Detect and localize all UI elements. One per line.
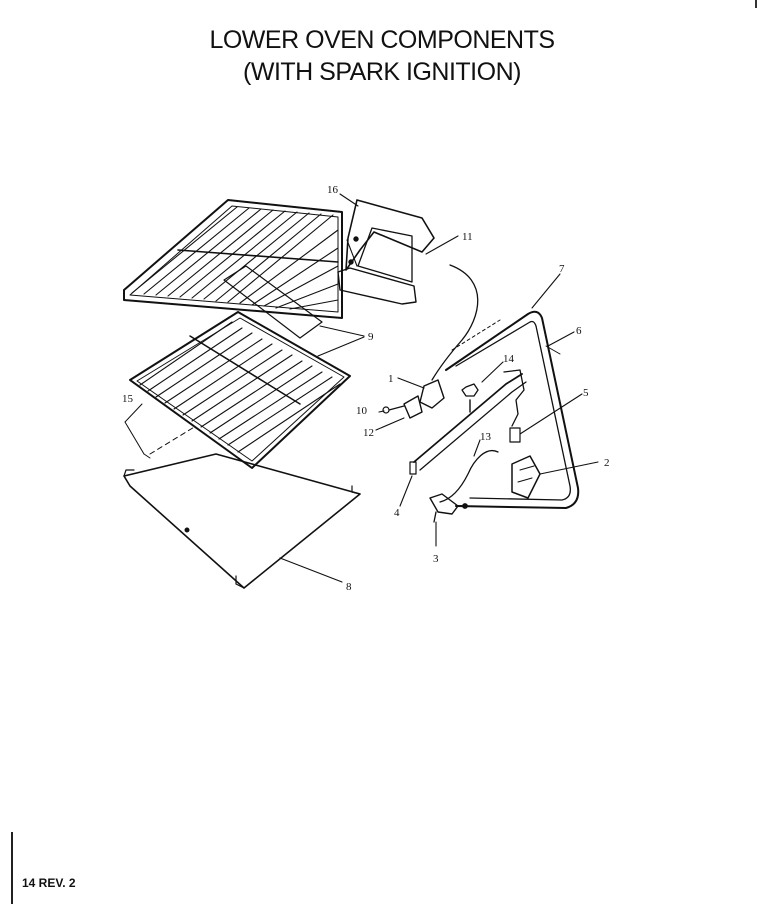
margin-rule bbox=[11, 832, 13, 904]
bracket-housing bbox=[337, 199, 435, 305]
nut-fitting bbox=[461, 383, 479, 413]
callout-13: 13 bbox=[480, 431, 492, 443]
callout-12: 12 bbox=[363, 427, 374, 439]
callout-11: 11 bbox=[462, 231, 473, 243]
callout-16: 16 bbox=[327, 184, 339, 196]
rack-lower-wires bbox=[139, 321, 341, 453]
igniter-assembly bbox=[382, 379, 445, 419]
oven-bottom-panel bbox=[123, 453, 361, 589]
callout-1: 1 bbox=[388, 373, 394, 385]
gas-tube bbox=[409, 369, 527, 475]
callout-10: 10 bbox=[356, 405, 368, 417]
title-line-1: LOWER OVEN COMPONENTS bbox=[209, 26, 555, 54]
page-title: LOWER OVEN COMPONENTS (WITH SPARK IGNITI… bbox=[0, 24, 764, 88]
callout-7: 7 bbox=[559, 263, 565, 275]
oven-rack-upper bbox=[123, 199, 343, 319]
corner-mark bbox=[755, 0, 757, 8]
oven-rack-lower bbox=[129, 265, 351, 469]
callout-6: 6 bbox=[576, 325, 582, 337]
callout-9: 9 bbox=[368, 331, 374, 343]
orifice-fitting bbox=[429, 493, 468, 523]
callout-14: 14 bbox=[503, 353, 515, 365]
rack-support-guide bbox=[124, 403, 197, 459]
burner-tube bbox=[445, 310, 580, 509]
callout-labels: 16 11 7 6 9 14 1 5 15 10 12 13 2 4 3 8 bbox=[122, 184, 610, 593]
rack-upper-wires bbox=[131, 206, 339, 310]
title-line-2: (WITH SPARK IGNITION) bbox=[243, 58, 521, 86]
gas-valve bbox=[511, 455, 541, 499]
page-reference: 14 REV. 2 bbox=[22, 876, 76, 890]
callout-4: 4 bbox=[394, 507, 400, 519]
callout-15: 15 bbox=[122, 393, 134, 405]
spark-lead bbox=[439, 449, 499, 503]
igniter-wire bbox=[431, 264, 479, 381]
callout-5: 5 bbox=[583, 387, 589, 399]
callout-3: 3 bbox=[433, 553, 439, 565]
callout-8: 8 bbox=[346, 581, 352, 593]
callout-2: 2 bbox=[604, 457, 610, 469]
leader-lines bbox=[279, 193, 599, 583]
